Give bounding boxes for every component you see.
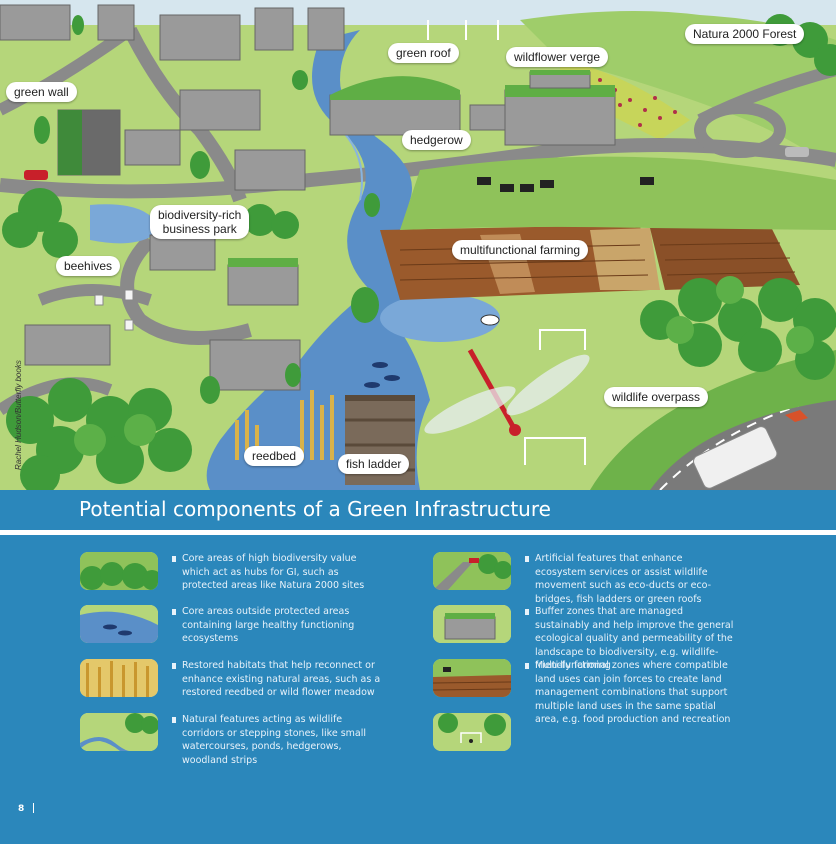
eco-duct-thumbnail-icon xyxy=(433,552,511,590)
page-number-divider xyxy=(33,803,34,813)
right-item-1: Artificial features that enhance ecosyst… xyxy=(433,552,735,606)
left-item-3: Restored habitats that help reconnect or… xyxy=(80,659,382,700)
left-item-1: Core areas of high biodiversity value wh… xyxy=(80,552,382,593)
reedbed-label: reedbed xyxy=(244,446,305,466)
natura-forest-label: Natura 2000 Forest xyxy=(685,24,805,44)
recreation-park-thumbnail-icon xyxy=(433,713,511,751)
green-infrastructure-illustration xyxy=(0,0,836,490)
green-roof-building-thumbnail-icon xyxy=(433,605,511,643)
right-item-4 xyxy=(433,713,525,751)
biodiversity-park-label-line2: business park xyxy=(162,222,237,236)
stream-hedgerow-thumbnail-icon xyxy=(80,713,158,751)
biodiversity-park-label-line1: biodiversity-rich xyxy=(158,208,242,222)
wildlife-overpass-label: wildlife overpass xyxy=(604,387,709,407)
river-fish-thumbnail-icon xyxy=(80,605,158,643)
fish-ladder-label: fish ladder xyxy=(338,454,410,474)
left-item-2: Core areas outside protected areas conta… xyxy=(80,605,382,646)
left-item-4-text: Natural features acting as wildlife corr… xyxy=(172,713,382,767)
right-item-3: Multi-functional zones where compatible … xyxy=(433,659,735,727)
reedbed-thumbnail-icon xyxy=(80,659,158,697)
left-item-2-text: Core areas outside protected areas conta… xyxy=(172,605,382,646)
panel-divider xyxy=(0,530,836,535)
right-item-2: Buffer zones that are managed sustainabl… xyxy=(433,605,735,673)
panel-title: Potential components of a Green Infrastr… xyxy=(79,497,551,521)
right-item-1-text: Artificial features that enhance ecosyst… xyxy=(525,552,735,606)
left-item-4: Natural features acting as wildlife corr… xyxy=(80,713,382,767)
farm-fields-thumbnail-icon xyxy=(433,659,511,697)
biodiversity-park-label: biodiversity-rich business park xyxy=(150,205,250,239)
beehives-label: beehives xyxy=(56,256,121,276)
right-item-3-text: Multi-functional zones where compatible … xyxy=(525,659,735,727)
left-item-3-text: Restored habitats that help reconnect or… xyxy=(172,659,382,700)
green-roof-label: green roof xyxy=(388,43,459,63)
multifunctional-farming-label: multifunctional farming xyxy=(452,240,589,260)
forest-thumbnail-icon xyxy=(80,552,158,590)
hedgerow-label: hedgerow xyxy=(402,130,471,150)
wildflower-verge-label: wildflower verge xyxy=(506,47,609,67)
left-item-1-text: Core areas of high biodiversity value wh… xyxy=(172,552,382,593)
illustration-credit: Rachel Hudson/Butterfly books xyxy=(14,360,23,470)
green-wall-label: green wall xyxy=(6,82,77,102)
page-number: 8 xyxy=(18,804,25,814)
right-item-2-text: Buffer zones that are managed sustainabl… xyxy=(525,605,735,673)
